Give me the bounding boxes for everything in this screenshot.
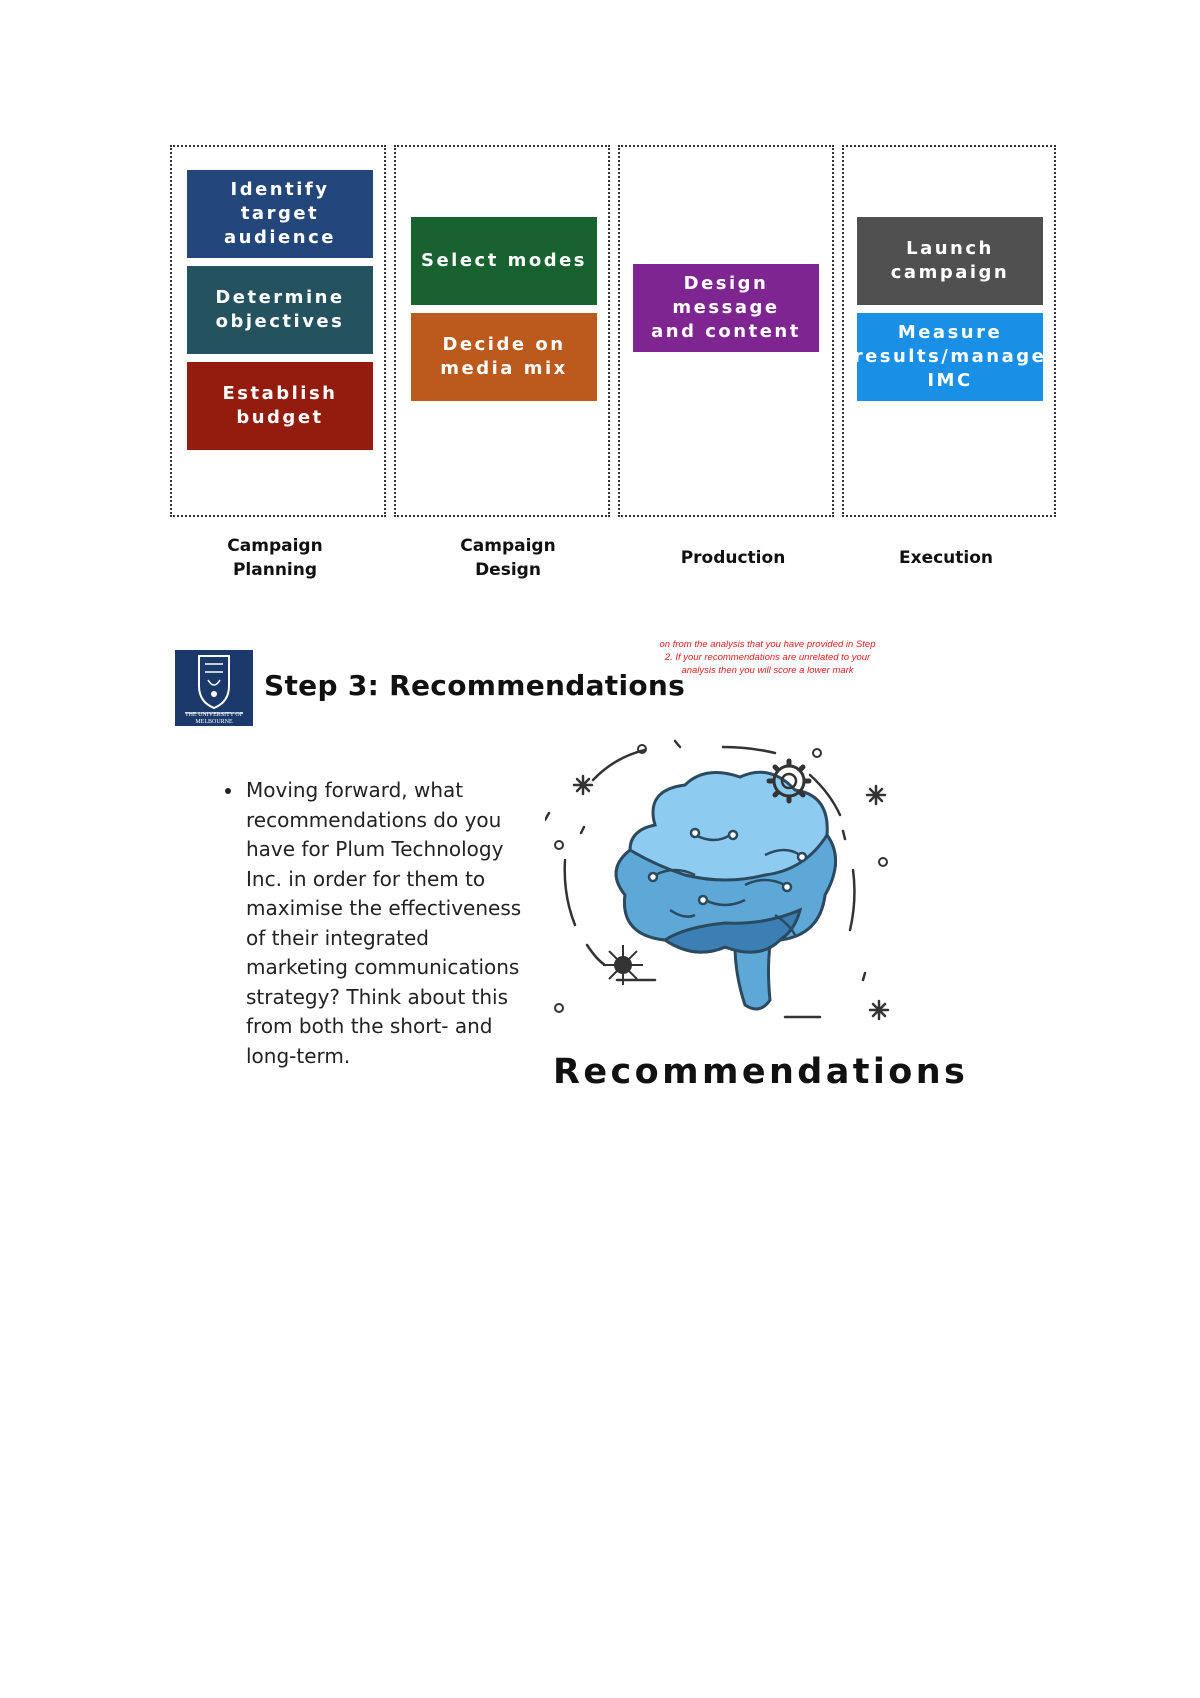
- bullet-list: Moving forward, what recommendations do …: [220, 776, 534, 1071]
- brain-icon: [616, 772, 835, 1009]
- box-select-modes: Select modes: [411, 217, 597, 305]
- label-production: Production: [623, 546, 843, 570]
- warning-note: on from the analysis that you have provi…: [655, 638, 880, 677]
- chip-icon: [603, 945, 643, 985]
- gear-icon: [769, 761, 809, 801]
- logo-text: THE UNIVERSITY OF MELBOURNE: [178, 712, 250, 725]
- label-execution: Execution: [836, 546, 1056, 570]
- recommendations-title: Recommendations: [553, 1052, 968, 1092]
- university-logo: THE UNIVERSITY OF MELBOURNE: [175, 650, 253, 726]
- brain-illustration: [545, 735, 925, 1035]
- step-title: Step 3: Recommendations: [264, 669, 685, 702]
- bullet-question: Moving forward, what recommendations do …: [244, 776, 534, 1071]
